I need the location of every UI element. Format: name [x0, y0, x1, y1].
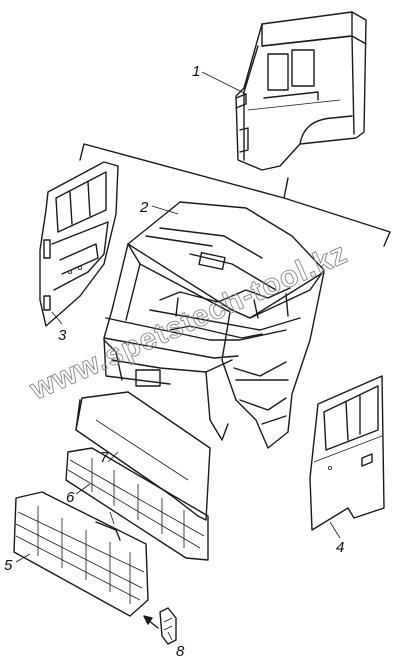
leader-lines [15, 71, 341, 641]
callout-8: 8 [176, 643, 185, 660]
part-1-assembled-cab [235, 11, 367, 171]
callout-5: 5 [4, 557, 13, 574]
part-2-cab-body-frame [103, 201, 325, 449]
bracket-stem [283, 177, 289, 199]
grouping-bracket [79, 143, 391, 247]
part-6-inner-grille [65, 447, 209, 561]
callout-4: 4 [336, 539, 344, 556]
part-3-left-door [39, 161, 119, 327]
mounting-bracket [95, 521, 121, 541]
callout-1: 1 [192, 63, 200, 80]
callout-3: 3 [58, 327, 67, 344]
bracket-leader [109, 511, 115, 525]
callout-2: 2 [139, 199, 149, 216]
part-5-outer-grille [13, 491, 149, 617]
watermark: www.spetstech-tool.kz [25, 237, 353, 407]
part-8-clip [143, 607, 177, 645]
callout-7: 7 [100, 449, 109, 466]
part-4-right-door [309, 375, 385, 531]
callout-6: 6 [66, 489, 75, 506]
part-7-upper-trim-panel [75, 391, 211, 521]
